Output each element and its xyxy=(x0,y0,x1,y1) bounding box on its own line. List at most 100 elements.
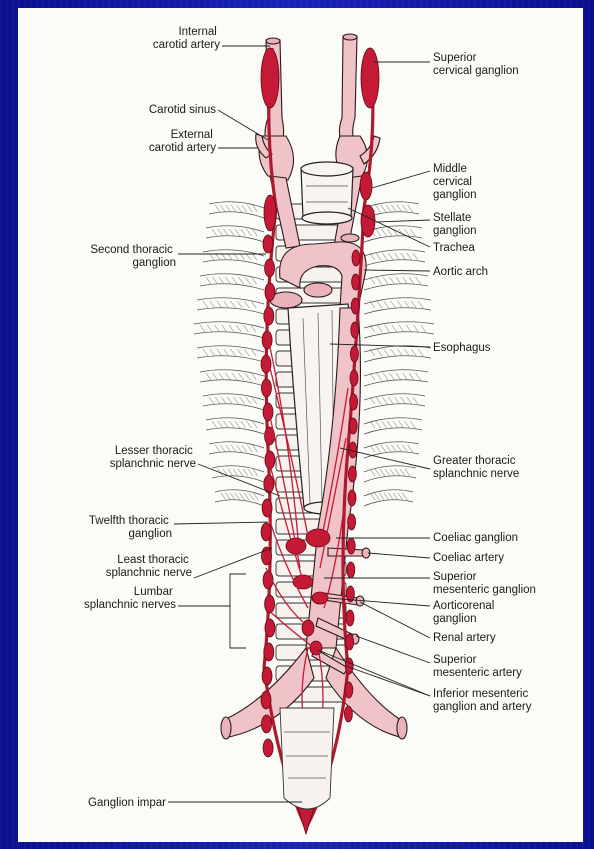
rib-hatch xyxy=(404,301,409,308)
rib-hatch xyxy=(370,373,375,380)
rib-hatch xyxy=(375,445,380,452)
rib-hatch xyxy=(389,493,394,500)
rib-hatch xyxy=(226,373,231,380)
rib-hatch xyxy=(385,325,390,332)
rib-outline xyxy=(364,380,428,386)
label-lumbar-splanchnic-nerves: Lumbar splanchnic nerves xyxy=(84,586,176,611)
rib-hatch xyxy=(224,229,229,236)
rib-hatch xyxy=(381,205,386,212)
rib-hatch xyxy=(386,205,391,212)
chain-ganglion xyxy=(348,514,356,530)
rib-hatch xyxy=(375,469,380,476)
rib-hatch xyxy=(384,301,389,308)
rib-hatch xyxy=(377,349,382,356)
rib-hatch xyxy=(395,469,400,476)
label-aorticorenal-ganglion: Aorticorenal ganglion xyxy=(433,600,498,625)
rib-hatch xyxy=(376,421,381,428)
label-superior-mesenteric-ganglion: Superior mesenteric ganglion xyxy=(433,571,536,596)
rib-hatch xyxy=(397,205,402,212)
rib-outline xyxy=(209,442,264,448)
rib-outline xyxy=(203,250,264,256)
rib-hatch xyxy=(212,421,217,428)
label-ganglion-impar: Ganglion impar xyxy=(88,797,166,809)
label-internal-carotid-artery: Internal carotid artery xyxy=(153,26,220,51)
rib-hatch xyxy=(218,421,223,428)
chain-ganglion xyxy=(261,691,271,709)
sacrum xyxy=(280,708,334,809)
rib-hatch xyxy=(244,349,249,356)
rib-hatch xyxy=(232,277,237,284)
rib-hatch xyxy=(219,277,224,284)
rib-hatch xyxy=(246,397,251,404)
rib-hatch xyxy=(402,493,407,500)
rib-hatch xyxy=(396,373,401,380)
chain-ganglion xyxy=(261,523,271,541)
rib-hatch xyxy=(224,421,229,428)
rib-outline xyxy=(364,356,431,362)
rib-hatch xyxy=(226,493,231,500)
label-inferior-mesenteric-ganglion-and-artery: Inferior mesenteric ganglion and artery xyxy=(433,688,532,713)
chain-ganglion xyxy=(265,595,275,613)
label-second-thoracic-ganglion: Second thoracic ganglion xyxy=(90,244,176,269)
rib-hatch xyxy=(231,445,236,452)
rib-outline xyxy=(364,260,425,266)
rib-outline xyxy=(203,260,264,266)
rib-outline xyxy=(200,274,264,280)
rib-hatch xyxy=(411,301,416,308)
chain-ganglion xyxy=(262,331,272,349)
rib-hatch xyxy=(203,349,208,356)
rib-hatch xyxy=(230,493,235,500)
rib-hatch xyxy=(393,493,398,500)
chain-ganglion xyxy=(265,283,275,301)
rib-outline xyxy=(364,442,419,448)
chain-ganglion xyxy=(352,274,360,290)
rib-outline xyxy=(209,202,264,208)
rib-hatch xyxy=(249,493,254,500)
label-superior-mesenteric-artery: Superior mesenteric artery xyxy=(433,654,522,679)
label-esophagus: Esophagus xyxy=(433,342,491,354)
rib-hatch xyxy=(231,301,236,308)
rib-outline xyxy=(364,452,419,458)
rib-hatch xyxy=(390,469,395,476)
rib-hatch xyxy=(418,349,423,356)
rib-outline xyxy=(200,380,264,386)
rib-hatch xyxy=(217,349,222,356)
rib-hatch xyxy=(388,397,393,404)
rib-hatch xyxy=(377,301,382,308)
rib-hatch xyxy=(215,445,220,452)
rib-hatch xyxy=(413,253,418,260)
rib-outline xyxy=(197,356,264,362)
rib-hatch xyxy=(393,421,398,428)
lumbar-bracket xyxy=(230,574,246,648)
chain-ganglion xyxy=(351,298,359,314)
chain-ganglion xyxy=(348,466,356,482)
rib-hatch xyxy=(243,469,248,476)
rib-hatch xyxy=(247,229,252,236)
rib-hatch xyxy=(200,325,205,332)
rib-hatch xyxy=(402,445,407,452)
rib-outline xyxy=(206,418,264,424)
rib-hatch xyxy=(212,229,217,236)
chain-ganglion xyxy=(344,706,352,722)
rib-hatch xyxy=(234,397,239,404)
label-carotid-sinus: Carotid sinus xyxy=(149,104,216,116)
rib-hatch xyxy=(402,205,407,212)
chain-ganglion xyxy=(351,322,359,338)
rib-hatch xyxy=(409,373,414,380)
rib-outline xyxy=(364,250,425,256)
rib-hatch xyxy=(213,373,218,380)
chain-ganglion xyxy=(263,739,273,757)
rib-hatch xyxy=(407,253,412,260)
rib-hatch xyxy=(387,421,392,428)
rib-hatch xyxy=(237,445,242,452)
rib-hatch xyxy=(240,493,245,500)
rib-hatch xyxy=(370,277,375,284)
label-trachea: Trachea xyxy=(433,242,475,254)
rib-outline xyxy=(212,476,264,482)
rib-hatch xyxy=(370,445,375,452)
rib-hatch xyxy=(233,469,238,476)
rib-hatch xyxy=(224,349,229,356)
chain-ganglion xyxy=(350,370,358,386)
rib-hatch xyxy=(237,349,242,356)
chain-ganglion xyxy=(264,307,274,325)
